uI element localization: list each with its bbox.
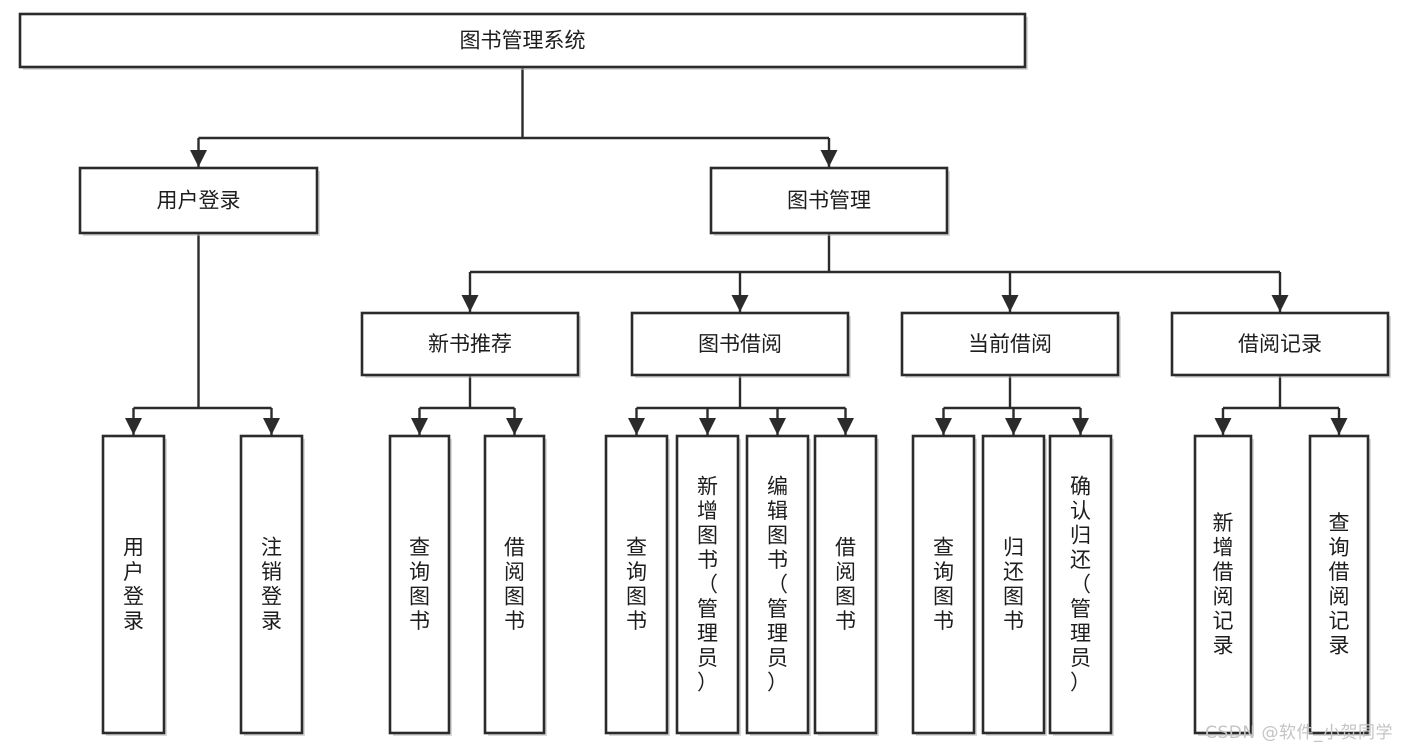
node-user-login[interactable]: 用户登录: [78, 166, 320, 236]
node-leaf-add-book[interactable]: 新增图书（管理员）: [675, 434, 741, 736]
borrow-record-to-leaves-arrow-1: [1330, 418, 1348, 435]
node-border[interactable]: [483, 434, 546, 735]
node-leaf-query-book-3[interactable]: 查询图书: [911, 434, 977, 736]
node-border[interactable]: [239, 434, 304, 735]
node-border[interactable]: [604, 434, 669, 735]
node-current-borrow[interactable]: 当前借阅: [900, 311, 1121, 378]
node-label: 借阅图书: [835, 536, 856, 634]
node-border[interactable]: [101, 434, 166, 735]
new-book-rec-to-leaves-arrow-1: [506, 418, 523, 435]
node-border[interactable]: [813, 434, 878, 735]
node-leaf-confirm-return[interactable]: 确认归还（管理员）: [1048, 434, 1114, 736]
node-border[interactable]: [709, 166, 949, 235]
node-border[interactable]: [911, 434, 976, 735]
node-label: 归还图书: [1003, 536, 1024, 634]
node-label: 图书借阅: [698, 332, 782, 356]
root-to-level2-arrow-1: [820, 150, 838, 167]
node-leaf-user-logout[interactable]: 注销登录: [239, 434, 305, 736]
book-manage-to-level3-arrow-2: [1001, 295, 1019, 312]
node-label: 查询借阅记录: [1329, 511, 1350, 658]
current-borrow-to-leaves-arrow-1: [1005, 418, 1022, 435]
node-book-borrow[interactable]: 图书借阅: [630, 311, 851, 378]
node-leaf-query-book-1[interactable]: 查询图书: [388, 434, 452, 736]
current-borrow-to-leaves-arrow-2: [1072, 418, 1089, 435]
node-label: 借阅记录: [1238, 332, 1322, 356]
node-book-manage[interactable]: 图书管理: [709, 166, 950, 236]
node-leaf-add-record[interactable]: 新增借阅记录: [1193, 434, 1254, 736]
node-label: 新书推荐: [428, 332, 512, 356]
node-label: 查询图书: [409, 536, 430, 634]
node-label: 编辑图书（管理员）: [767, 474, 788, 694]
node-leaf-return-book[interactable]: 归还图书: [981, 434, 1047, 736]
node-new-book-rec[interactable]: 新书推荐: [360, 311, 581, 378]
node-border[interactable]: [18, 12, 1027, 69]
root-to-level2-arrow-0: [190, 150, 207, 167]
borrow-record-to-leaves-arrow-0: [1214, 418, 1232, 435]
connector-edges: [125, 67, 1348, 435]
node-border[interactable]: [1170, 311, 1390, 377]
node-leaf-borrow-book-1[interactable]: 借阅图书: [483, 434, 547, 736]
node-label: 注销登录: [261, 536, 282, 634]
node-label: 确认归还（管理员）: [1070, 474, 1091, 694]
node-leaf-query-record[interactable]: 查询借阅记录: [1308, 434, 1371, 736]
book-borrow-to-leaves-arrow-0: [628, 418, 645, 435]
node-borrow-record[interactable]: 借阅记录: [1170, 311, 1391, 378]
node-leaf-edit-book[interactable]: 编辑图书（管理员）: [745, 434, 811, 736]
node-border[interactable]: [1048, 434, 1113, 735]
node-leaf-query-book-2[interactable]: 查询图书: [604, 434, 670, 736]
book-borrow-to-leaves-arrow-2: [769, 418, 786, 435]
book-borrow-to-leaves-arrow-1: [699, 418, 716, 435]
node-border[interactable]: [900, 311, 1120, 377]
node-label: 图书管理系统: [460, 29, 586, 53]
user-login-to-leaves-arrow-0: [125, 418, 142, 435]
node-label: 新增借阅记录: [1213, 511, 1234, 658]
book-manage-to-level3-arrow-3: [1271, 295, 1289, 312]
node-label: 查询图书: [933, 536, 954, 634]
book-manage-to-level3-arrow-1: [731, 295, 749, 312]
node-label: 新增图书（管理员）: [697, 474, 718, 694]
user-login-to-leaves-arrow-1: [263, 418, 280, 435]
node-label: 用户登录: [123, 536, 144, 634]
node-border[interactable]: [1308, 434, 1370, 735]
node-border[interactable]: [1193, 434, 1253, 735]
node-border[interactable]: [981, 434, 1046, 735]
node-border[interactable]: [78, 166, 319, 235]
node-border[interactable]: [675, 434, 740, 735]
node-root[interactable]: 图书管理系统: [18, 12, 1028, 70]
current-borrow-to-leaves-arrow-0: [935, 418, 952, 435]
node-label: 查询图书: [626, 536, 647, 634]
node-border[interactable]: [388, 434, 451, 735]
book-borrow-to-leaves-arrow-3: [837, 418, 854, 435]
node-leaf-borrow-book-2[interactable]: 借阅图书: [813, 434, 879, 736]
book-manage-to-level3-arrow-0: [461, 295, 479, 312]
node-leaf-user-login[interactable]: 用户登录: [101, 434, 167, 736]
node-label: 借阅图书: [504, 536, 525, 634]
node-boxes: 图书管理系统用户登录图书管理新书推荐图书借阅当前借阅借阅记录用户登录注销登录查询…: [18, 12, 1391, 736]
node-border[interactable]: [745, 434, 810, 735]
node-label: 当前借阅: [968, 332, 1052, 356]
node-border[interactable]: [360, 311, 580, 377]
node-border[interactable]: [630, 311, 850, 377]
node-label: 用户登录: [157, 189, 241, 213]
node-label: 图书管理: [787, 189, 871, 213]
new-book-rec-to-leaves-arrow-0: [411, 418, 428, 435]
